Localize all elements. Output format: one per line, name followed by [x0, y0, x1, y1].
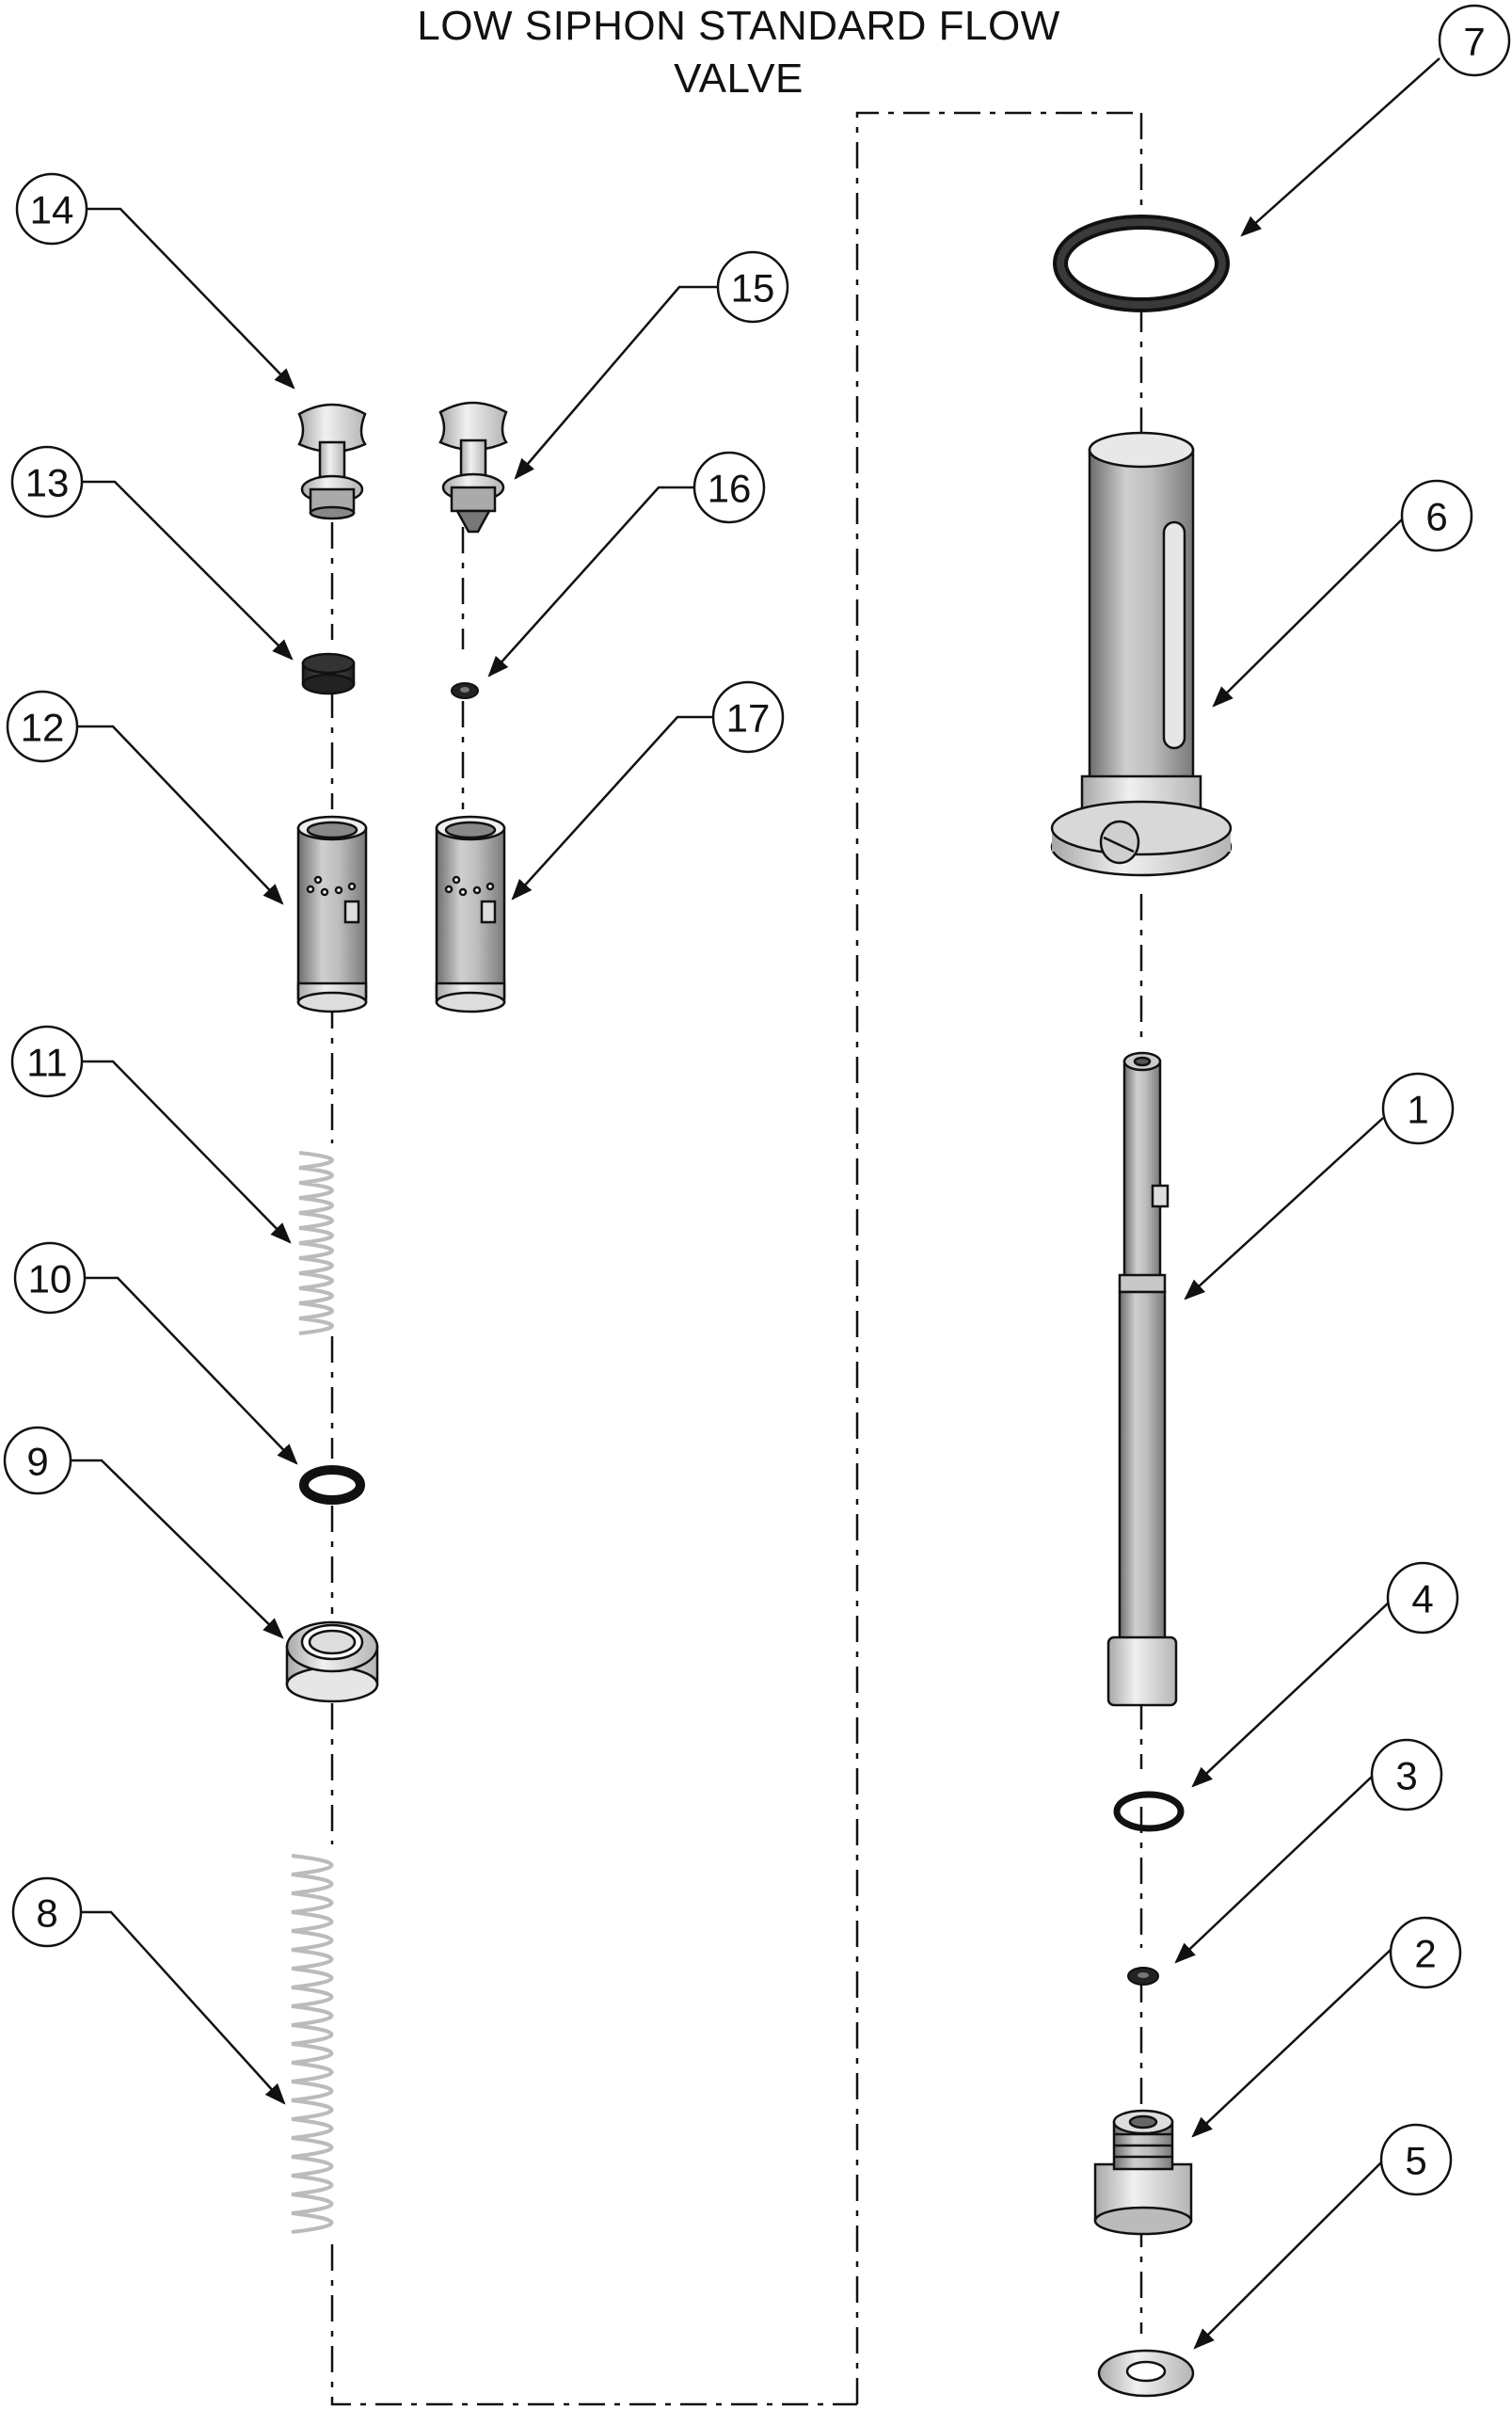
callout-15-circle	[716, 250, 789, 324]
leader-1	[1184, 1117, 1384, 1300]
leader-2	[1191, 1949, 1392, 2138]
part-9-bushing	[285, 1620, 379, 1703]
part-10-washer	[299, 1465, 365, 1505]
leader-8	[77, 1910, 286, 2105]
leader-12	[77, 725, 284, 905]
leader-4	[1191, 1601, 1391, 1788]
part-3-seal	[1127, 1967, 1159, 1986]
callout-10: 10	[28, 1257, 72, 1301]
callout-4: 4	[1411, 1577, 1433, 1621]
leader-15	[514, 285, 717, 480]
callout-16: 16	[708, 467, 752, 511]
callout-6: 6	[1425, 495, 1447, 539]
callout-8-circle	[11, 1876, 83, 1948]
callout-13: 13	[25, 461, 70, 505]
part-2-seat	[1093, 2109, 1193, 2236]
part-5-washer	[1097, 2349, 1195, 2398]
title-line-2: VALVE	[674, 56, 804, 102]
part-4-oring	[1113, 1791, 1185, 1832]
leader-17	[511, 715, 712, 901]
callout-16-circle	[692, 451, 766, 524]
part-12-cartridge	[296, 815, 368, 1013]
part-14-handle	[297, 403, 367, 520]
callout-4-circle	[1386, 1561, 1459, 1635]
title-line-1: LOW SIPHON STANDARD FLOW	[417, 3, 1060, 49]
leader-5	[1193, 2162, 1382, 2350]
callout-2: 2	[1414, 1932, 1436, 1976]
centerline-path	[330, 111, 1143, 2406]
callout-12-circle	[6, 690, 79, 763]
callout-1-circle	[1381, 1072, 1455, 1145]
part-16-small-seal	[451, 682, 479, 699]
leader-9	[68, 1459, 284, 1639]
leader-13	[82, 480, 294, 661]
callout-9-circle	[3, 1426, 72, 1495]
part-6-housing	[1050, 431, 1233, 877]
callout-3-circle	[1370, 1738, 1443, 1811]
callout-12: 12	[21, 706, 65, 750]
part-13-seal	[301, 652, 356, 695]
leader-14	[87, 207, 295, 390]
callout-7: 7	[1463, 20, 1485, 64]
callout-10-circle	[13, 1241, 87, 1315]
diagram-title: LOW SIPHON STANDARD FLOW VALVE	[0, 0, 1477, 105]
leader-3	[1174, 1776, 1373, 1964]
part-11-spring	[298, 1151, 334, 1335]
callout-3: 3	[1395, 1754, 1417, 1798]
callout-7-circle	[1438, 4, 1511, 77]
part-8-spring	[291, 1854, 334, 2234]
leader-7	[1240, 57, 1440, 237]
leader-11	[82, 1060, 292, 1244]
leader-10	[85, 1276, 298, 1465]
callout-15: 15	[731, 266, 775, 311]
callout-9: 9	[26, 1440, 48, 1484]
callout-5: 5	[1405, 2139, 1426, 2183]
callout-6-circle	[1400, 479, 1473, 552]
part-1-stem	[1106, 1051, 1178, 1707]
part-7-large-oring	[1053, 215, 1230, 312]
part-15-handle	[438, 401, 508, 534]
leader-16	[487, 486, 693, 678]
callout-13-circle	[10, 445, 84, 518]
callout-11-circle	[10, 1025, 84, 1098]
callout-14-circle	[15, 172, 88, 246]
part-17-cartridge	[435, 815, 506, 1013]
leader-6	[1212, 518, 1403, 708]
callout-11: 11	[26, 1041, 68, 1085]
callout-14: 14	[30, 188, 74, 232]
callout-17-circle	[711, 680, 785, 754]
callout-5-circle	[1379, 2123, 1453, 2196]
callout-1: 1	[1407, 1088, 1428, 1132]
callout-2-circle	[1389, 1916, 1462, 1989]
callout-8: 8	[36, 1891, 57, 1936]
callout-17: 17	[726, 696, 771, 741]
